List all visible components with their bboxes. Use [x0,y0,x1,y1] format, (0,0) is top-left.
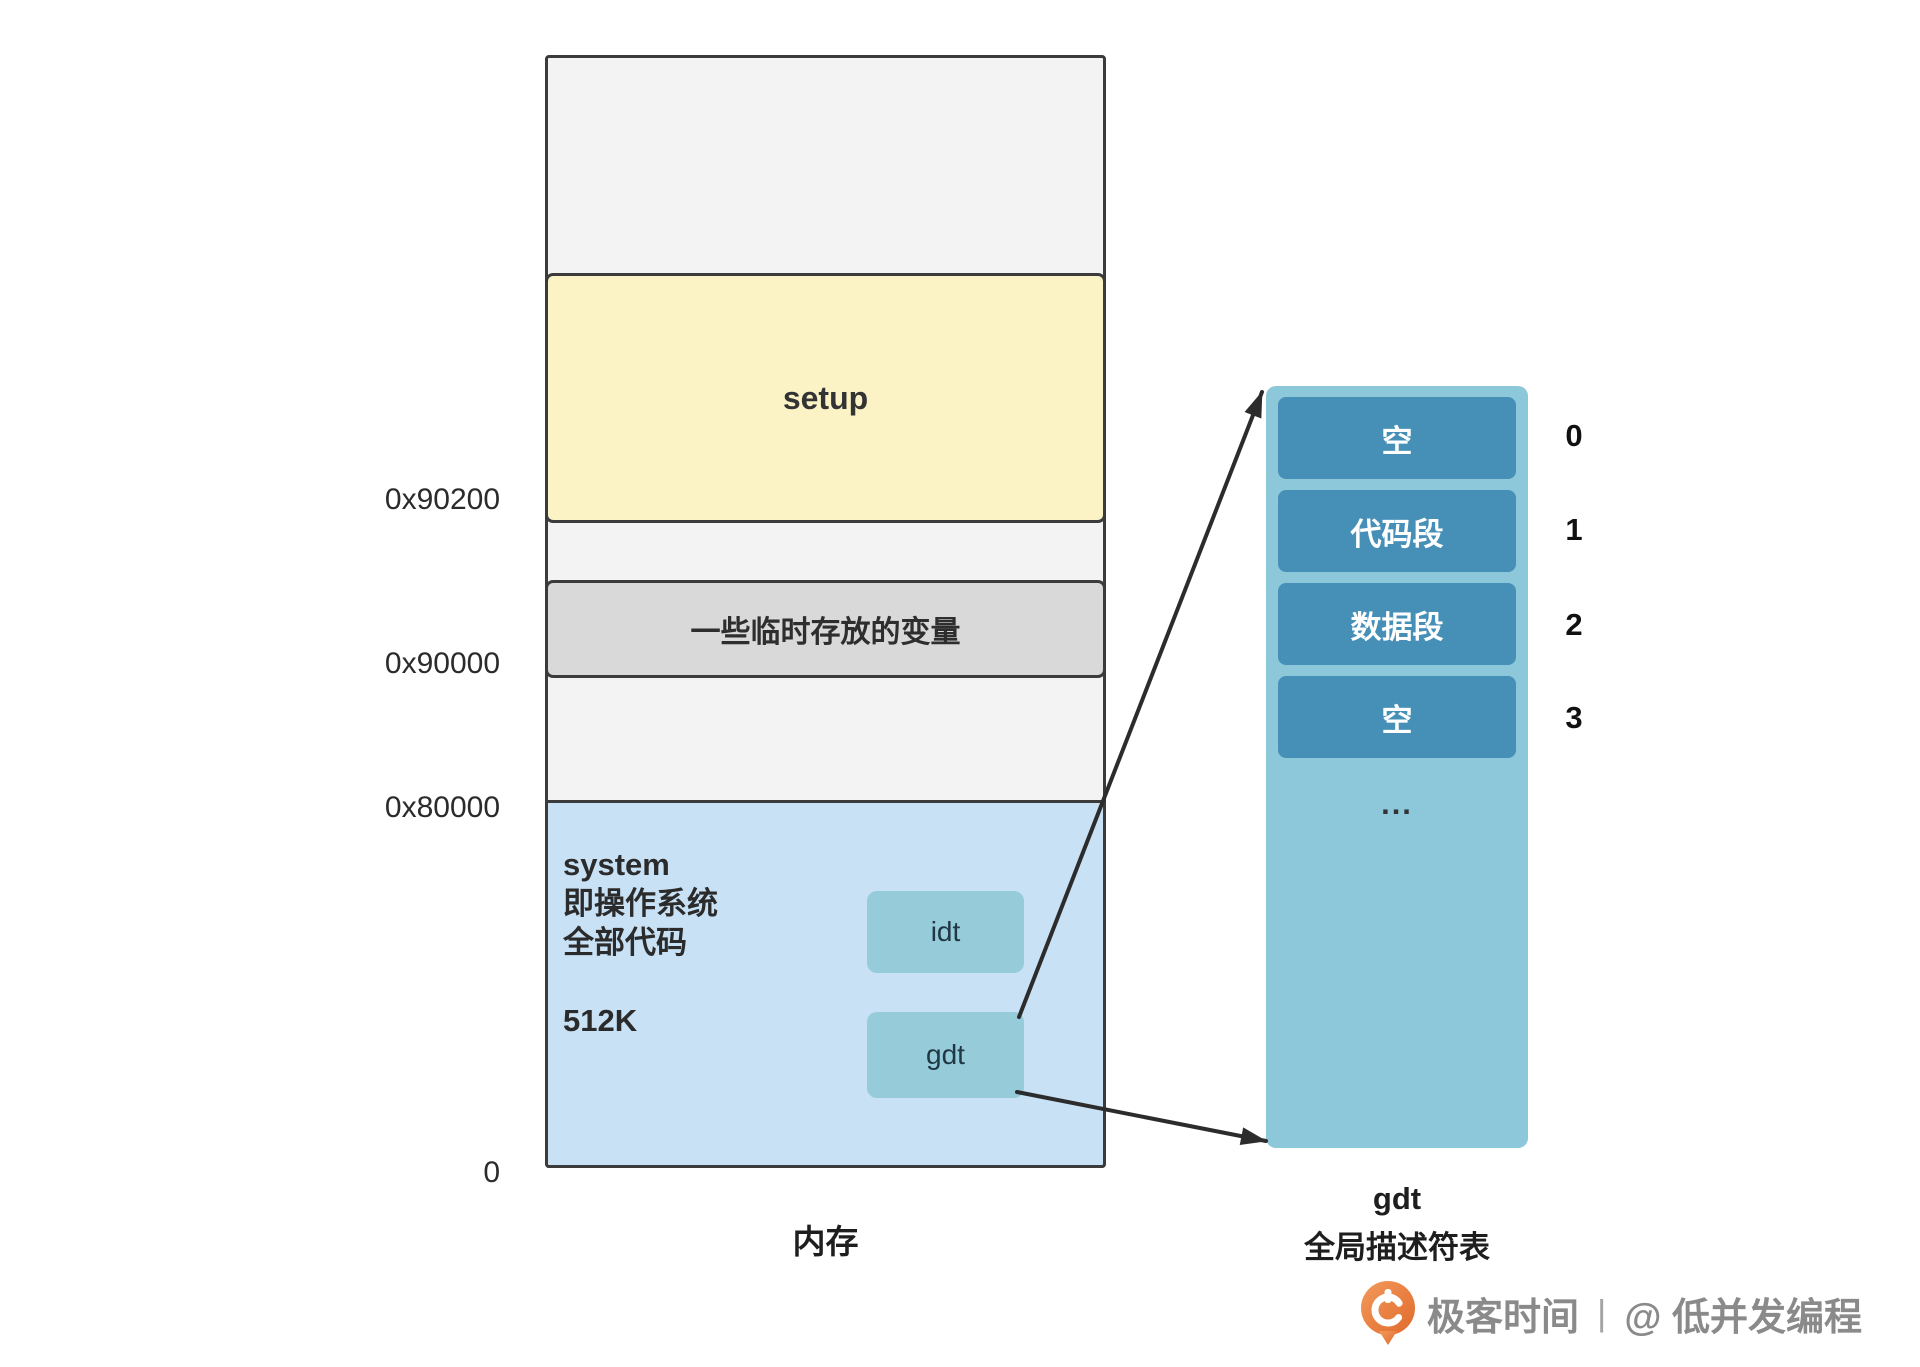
gdt-table: 空 代码段 数据段 空 ... [1266,386,1528,1148]
watermark: 极客时间 | @ 低并发编程 [1359,1281,1862,1345]
system-description: system 即操作系统 全部代码 [563,845,718,962]
address-label-0: 0 [483,1156,500,1189]
address-label-0x90200: 0x90200 [384,483,500,516]
setup-label: setup [782,379,869,416]
gdt-index-1: 1 [1565,512,1583,547]
watermark-author: @ 低并发编程 [1624,1296,1862,1339]
system-line-1: system [563,847,670,882]
gdt-entry-3: 空 [1278,676,1516,758]
geektime-logo-icon [1361,1281,1415,1345]
memory-caption: 内存 [792,1223,859,1260]
memory-section-temp-vars: 一些临时存放的变量 [545,580,1106,678]
gdt-index-0: 0 [1565,418,1583,453]
gdt-label: gdt [926,1039,965,1070]
memory-section-system: system 即操作系统 全部代码 512K idt gdt [545,800,1106,1168]
address-label-0x90000: 0x90000 [384,647,500,680]
idt-label: idt [930,916,961,947]
gdt-entry-2: 数据段 [1278,583,1516,665]
gdt-table-caption-line1: gdt [1372,1181,1422,1216]
gdt-index-2: 2 [1565,607,1583,642]
gdt-index-3: 3 [1565,700,1583,735]
gdt-ellipsis: ... [1381,786,1413,821]
memory-section-setup: setup [545,273,1106,523]
memory-box: setup 一些临时存放的变量 system 即操作系统 全部代码 512K i… [545,55,1106,1168]
gdt-table-caption-line2: 全局描述符表 [1304,1230,1490,1265]
temp-vars-label: 一些临时存放的变量 [690,616,961,649]
system-size-label: 512K [563,1003,638,1038]
watermark-brand: 极客时间 [1427,1296,1580,1339]
system-line-2: 即操作系统 [563,886,718,921]
gdt-box: gdt [867,1012,1024,1098]
gdt-entry-1: 代码段 [1278,490,1516,572]
watermark-divider: | [1597,1292,1607,1333]
gdt-entry-0: 空 [1278,397,1516,479]
system-line-3: 全部代码 [563,925,687,960]
address-label-0x80000: 0x80000 [384,791,500,824]
idt-box: idt [867,891,1024,973]
